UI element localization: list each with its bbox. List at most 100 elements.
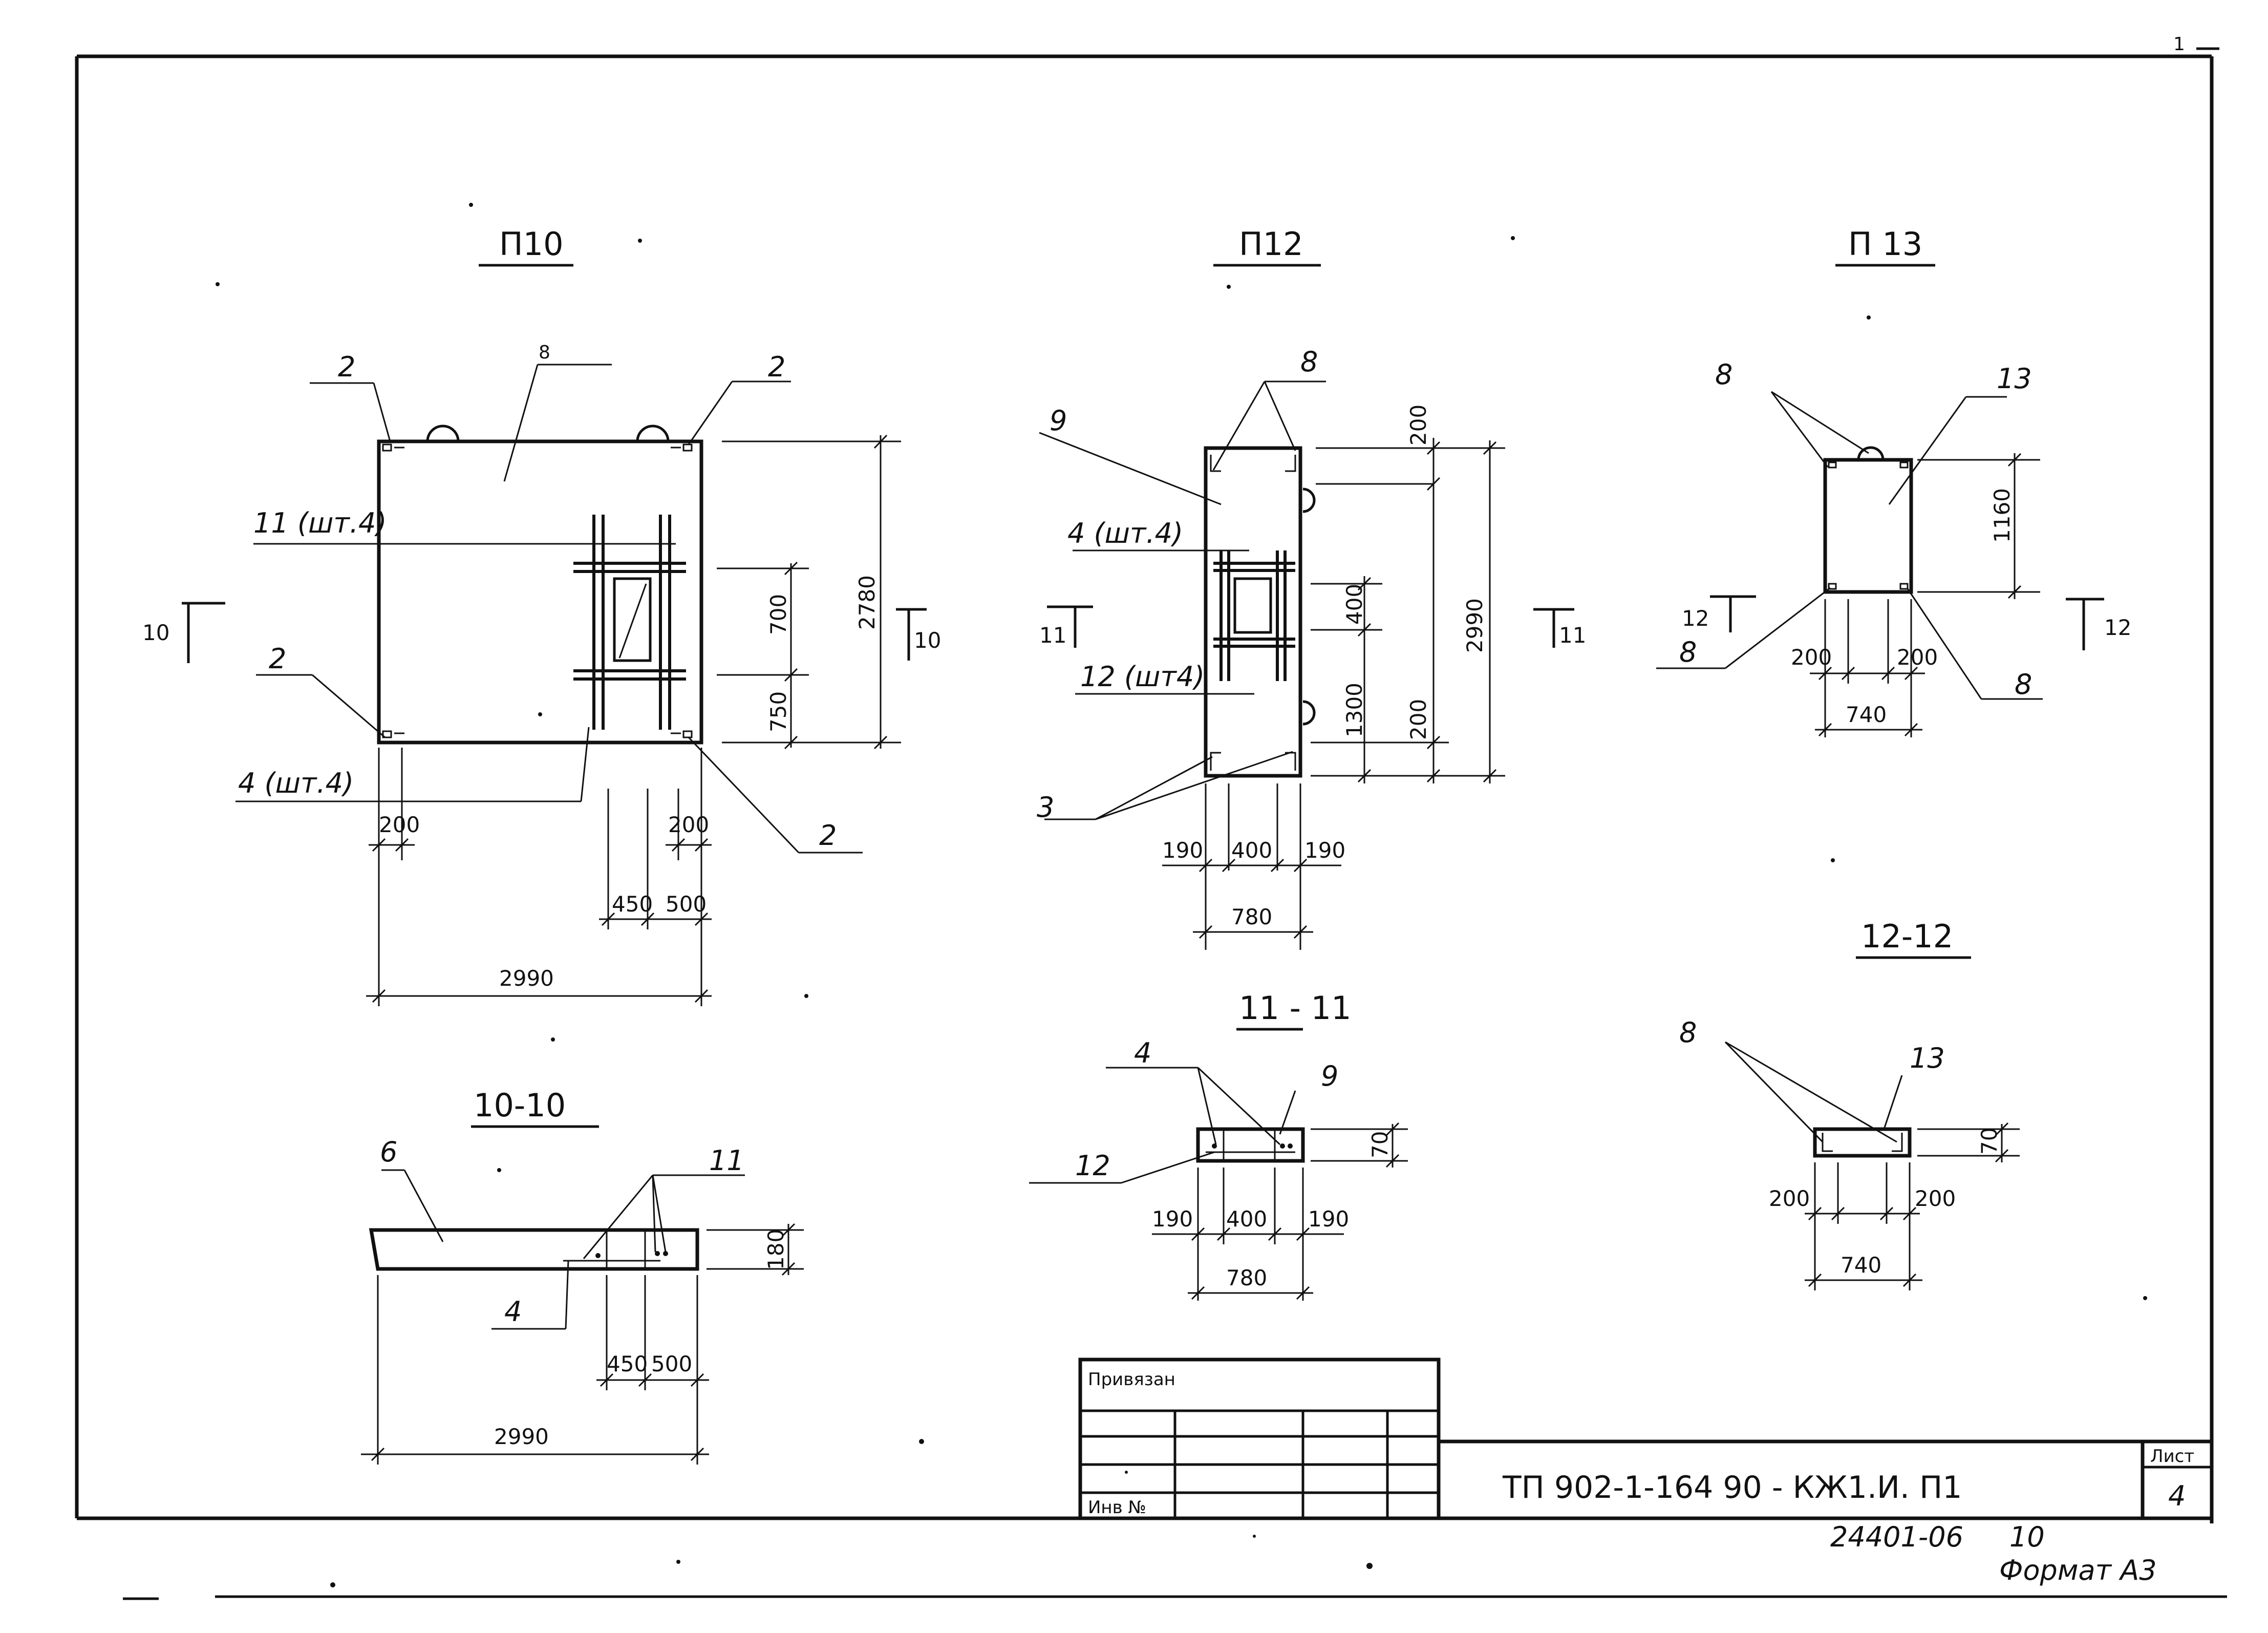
stamp-doc-code: ТП 902-1-164 90 - КЖ1.И. П1 <box>1502 1470 1962 1505</box>
stamp-archive-page: 10 <box>2009 1521 2045 1553</box>
title-block <box>1078 1358 2212 1520</box>
p12-lifting-loop-upper <box>1302 487 1316 513</box>
p10-label-2-midleft: 2 <box>269 643 286 675</box>
p10-dim-500: 500 <box>666 892 707 917</box>
p12-dim-2990: 2990 <box>1462 598 1487 653</box>
p10-label-2-bottomright: 2 <box>819 819 837 852</box>
p13-label-8-right: 8 <box>2015 668 2032 701</box>
s12-title: 12-12 <box>1861 918 1953 955</box>
s10-leaders <box>381 1169 745 1330</box>
p12-label-12-bars: 12 (шт4) <box>1080 661 1205 693</box>
p12-label-4-bars: 4 (шт.4) <box>1067 517 1183 549</box>
stamp-archive-no: 24401-06 <box>1830 1521 1963 1553</box>
p12-label-9: 9 <box>1050 405 1067 437</box>
s12-dimension-lines <box>1805 1122 2020 1290</box>
s10-dim-500: 500 <box>651 1351 692 1376</box>
stamp-inv-no: Инв № <box>1088 1497 1146 1518</box>
p12-label-8: 8 <box>1300 346 1318 378</box>
s11-leaders <box>1029 1067 1296 1184</box>
p12-section-marks <box>1047 605 1574 648</box>
s11-dim-70: 70 <box>1367 1131 1393 1158</box>
s11-rebar-detail <box>1206 1129 1295 1161</box>
s10-slab-outline <box>369 1228 699 1271</box>
p13-dim-200-left: 200 <box>1791 645 1832 670</box>
p10-label-8: 8 <box>539 342 550 363</box>
p10-dimension-lines <box>366 434 901 1006</box>
p10-corner-details <box>382 443 693 738</box>
s10-rebar-detail <box>563 1230 660 1269</box>
p13-dim-1160: 1160 <box>1989 488 2015 543</box>
p10-opening-reinforcement <box>573 515 686 730</box>
s12-label-13: 13 <box>1910 1042 1945 1074</box>
s10-dimension-lines <box>361 1223 804 1465</box>
p10-leaders <box>236 364 863 854</box>
p10-label-4-bars: 4 (шт.4) <box>238 767 354 799</box>
p10-label-11-bars: 11 (шт.4) <box>253 507 387 539</box>
p10-dim-700: 700 <box>766 594 791 635</box>
p12-dim-190-left: 190 <box>1162 838 1203 863</box>
s11-dim-400: 400 <box>1226 1206 1267 1232</box>
s12-dim-200-left: 200 <box>1769 1186 1810 1211</box>
s11-dim-190-right: 190 <box>1308 1206 1349 1232</box>
s11-slab-outline <box>1196 1127 1305 1163</box>
p10-dim-200-right: 200 <box>668 812 709 837</box>
s11-dim-780: 780 <box>1226 1265 1267 1290</box>
section-11-11: 11 - 11 4 9 12 70 190 <box>1029 989 1408 1301</box>
p12-dim-780: 780 <box>1231 904 1272 929</box>
p10-dim-450: 450 <box>612 892 653 917</box>
s12-leaders <box>1724 1041 1903 1143</box>
p12-opening-reinforcement <box>1213 550 1295 681</box>
p10-section-mark-right: 10 <box>914 628 941 653</box>
p12-dim-190-right: 190 <box>1304 838 1345 863</box>
s12-slab-outline <box>1813 1127 1912 1158</box>
scan-specks <box>216 203 2147 1587</box>
p10-dim-200-left: 200 <box>379 812 420 837</box>
s10-dim-180: 180 <box>763 1229 788 1270</box>
p12-section-mark-right: 11 <box>1559 623 1586 648</box>
s10-rebar-dots <box>595 1251 668 1258</box>
view-p12: П12 8 9 4 (шт.4) 12 (ш <box>1037 225 1586 950</box>
p10-title: П10 <box>499 225 564 263</box>
p12-leaders <box>1039 380 1326 820</box>
s12-dim-70: 70 <box>1977 1128 2002 1155</box>
p13-label-8-left: 8 <box>1679 636 1697 668</box>
s11-rebar-dots <box>1212 1143 1293 1149</box>
s10-label-6: 6 <box>380 1136 397 1168</box>
s11-dim-190-left: 190 <box>1152 1206 1193 1232</box>
p12-dim-200-top: 200 <box>1406 405 1431 446</box>
p12-panel-outline <box>1204 446 1302 778</box>
view-p10: П10 <box>142 225 941 1006</box>
s11-label-12: 12 <box>1075 1150 1110 1182</box>
p13-section-marks <box>1710 595 2104 650</box>
p13-dim-740: 740 <box>1846 702 1887 727</box>
s11-label-9: 9 <box>1321 1060 1338 1092</box>
p12-dim-200-bottom: 200 <box>1406 699 1431 740</box>
p13-label-13: 13 <box>1997 363 2032 395</box>
p13-dimension-lines <box>1810 453 2040 737</box>
s10-dim-2990: 2990 <box>494 1424 549 1449</box>
p12-dim-400: 400 <box>1342 584 1367 625</box>
stamp-format: Формат А3 <box>1999 1554 2157 1586</box>
p12-dimension-lines <box>1162 438 1505 950</box>
stamp-privyazan: Привязан <box>1088 1369 1175 1390</box>
stamp-sheet-number: 4 <box>2168 1480 2186 1512</box>
s12-dim-200-right: 200 <box>1915 1186 1956 1211</box>
p13-corner-details <box>1828 461 1909 590</box>
p12-label-3: 3 <box>1037 791 1054 823</box>
p12-section-mark-left: 11 <box>1039 623 1066 648</box>
p10-label-2-topleft: 2 <box>338 351 355 383</box>
p10-panel-outline <box>377 439 703 745</box>
s10-title: 10-10 <box>474 1087 566 1124</box>
p13-leaders <box>1656 391 2043 700</box>
s12-dim-740: 740 <box>1841 1253 1881 1278</box>
s11-label-4: 4 <box>1134 1037 1151 1069</box>
p10-lifting-loop-right <box>636 425 670 442</box>
p10-dim-750: 750 <box>766 691 791 732</box>
stamp-sheet-label: Лист <box>2150 1446 2194 1467</box>
p12-lifting-loop-lower <box>1302 700 1316 726</box>
p10-dim-2780: 2780 <box>854 575 880 630</box>
p13-section-mark-right: 12 <box>2104 615 2131 640</box>
s10-label-11: 11 <box>709 1144 744 1177</box>
p10-lifting-loop-left <box>426 425 460 442</box>
